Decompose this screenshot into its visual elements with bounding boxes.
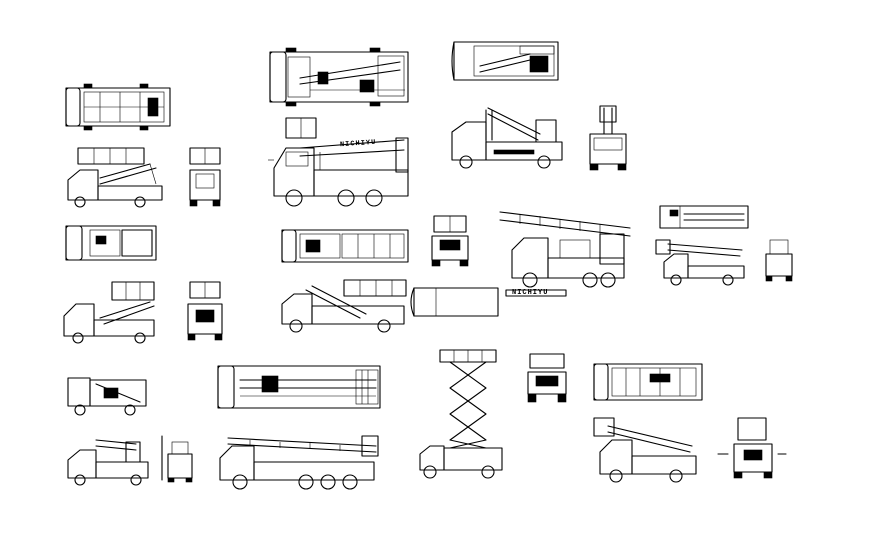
small-truck-top-view-3 [65, 225, 157, 261]
ladder-boom-truck-side-view [499, 211, 631, 288]
compact-truck-side-tilted [67, 377, 147, 416]
aerial-truck-top-view-3 [281, 229, 409, 263]
truck-front-view-3 [431, 215, 469, 267]
aerial-truck-side-view-5 [281, 279, 407, 333]
aerial-truck-side-view-4 [655, 239, 745, 286]
truck-front-view-2 [189, 147, 221, 207]
long-boom-truck-top-view [217, 365, 381, 409]
truck-front-view-6 [527, 353, 567, 403]
aerial-truck-top-view-4 [659, 205, 749, 229]
truck-front-view-5 [187, 281, 223, 341]
folded-boom-top-view [410, 287, 567, 317]
truck-rear-view [717, 417, 787, 479]
small-aerial-truck-side-view-2 [63, 281, 155, 344]
aerial-truck-side-view-large [268, 117, 409, 207]
small-aerial-truck-side-view-1 [67, 147, 163, 208]
truck-front-view-7 [161, 435, 193, 483]
bucket-truck-side-view [451, 107, 563, 169]
small-crane-truck-side-view [67, 439, 149, 486]
truck-front-view-4 [765, 239, 793, 282]
small-truck-top-view-1 [65, 83, 171, 131]
scissor-lift-truck-side-view [419, 349, 503, 479]
aerial-truck-top-view-6 [593, 363, 703, 401]
aerial-truck-top-view-2 [451, 41, 559, 81]
large-crane-truck-side-view [219, 435, 379, 490]
boom-marking-label-2: NICHIYU [512, 289, 549, 297]
truck-front-view-1 [589, 105, 627, 171]
boom-truck-top-view-large [269, 47, 409, 107]
bucket-truck-side-view-2 [593, 417, 697, 483]
